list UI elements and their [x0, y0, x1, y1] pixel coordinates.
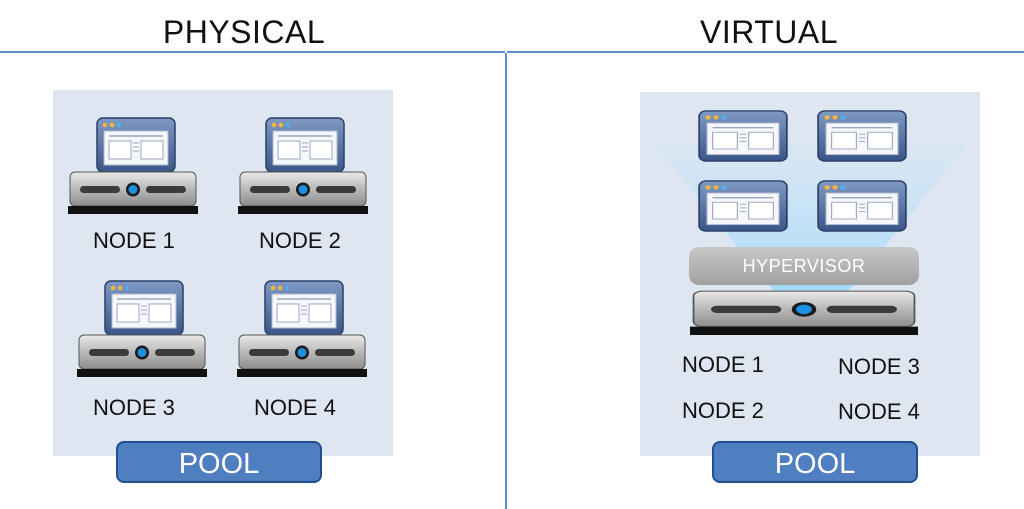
app-window-icon: [265, 117, 345, 173]
physical-divider: [0, 51, 505, 53]
app-window-icon: [817, 180, 907, 232]
physical-node-2-label: NODE 2: [259, 228, 341, 253]
app-window-icon: [264, 280, 344, 336]
server-icon: [237, 333, 367, 377]
hypervisor-bar: HYPERVISOR: [689, 247, 919, 285]
server-icon: [690, 289, 918, 335]
physical-pool-badge: POOL: [116, 441, 322, 483]
virtual-pool-badge: POOL: [712, 441, 918, 483]
physical-node-3-label: NODE 3: [93, 395, 175, 420]
virtual-node-1-label: NODE 1: [682, 352, 764, 377]
app-window-icon: [698, 180, 788, 232]
virtual-node-4-label: NODE 4: [838, 399, 920, 424]
physical-title: PHYSICAL: [162, 14, 326, 50]
center-divider: [505, 53, 507, 509]
server-icon: [68, 170, 198, 214]
physical-node-1-label: NODE 1: [93, 228, 175, 253]
virtual-divider: [507, 51, 1024, 53]
virtual-node-3-label: NODE 3: [838, 354, 920, 379]
app-window-icon: [698, 110, 788, 162]
virtual-node-2-label: NODE 2: [682, 398, 764, 423]
physical-node-4-label: NODE 4: [254, 395, 336, 420]
app-window-icon: [817, 110, 907, 162]
app-window-icon: [104, 280, 184, 336]
virtual-title: VIRTUAL: [699, 14, 839, 50]
server-icon: [77, 333, 207, 377]
server-icon: [238, 170, 368, 214]
app-window-icon: [96, 117, 176, 173]
